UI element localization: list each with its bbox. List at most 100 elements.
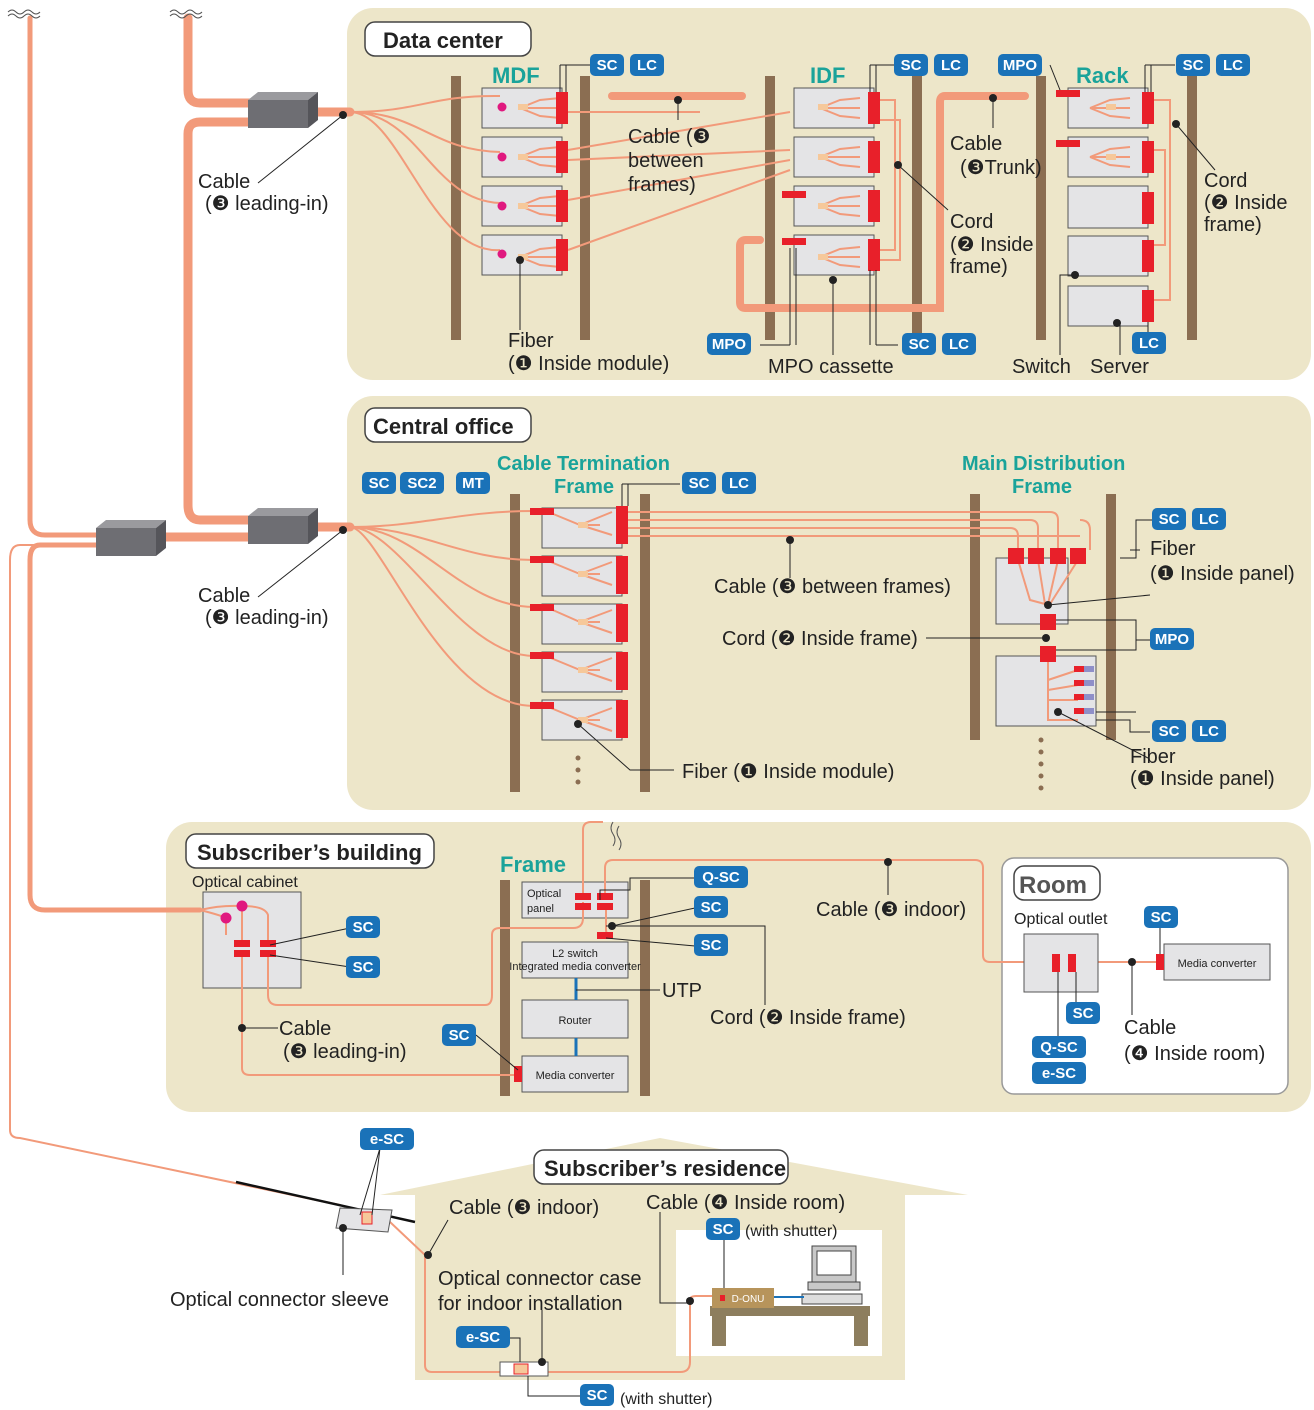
co-fiber-panel-top-1: Fiber <box>1150 538 1196 560</box>
donu-box <box>712 1288 774 1308</box>
dc-cord-idf-2: (❷ Inside <box>950 234 1034 256</box>
room-cable-1: Cable <box>1124 1017 1176 1039</box>
data-center-title: Data center <box>383 28 503 53</box>
sb-frame-label: Frame <box>500 852 566 877</box>
badge-sc: SC <box>901 57 922 74</box>
badge-lc: LC <box>729 475 749 492</box>
subscriber-building-content: Subscriber’s building Optical cabinet Fr… <box>185 821 1271 1096</box>
badge-sc: SC <box>353 959 374 976</box>
central-office-content: Central office Cable Termination Frame M… <box>198 407 1295 792</box>
optical-cabinet-label: Optical cabinet <box>192 874 298 891</box>
badge-qsc-bg <box>1032 1036 1086 1058</box>
dc-cable-between-2: between <box>628 150 704 172</box>
sb-cable-leading-in-2: (❸ leading-in) <box>283 1041 407 1063</box>
badge-sc-bg <box>442 1024 476 1046</box>
badge-esc: e-SC <box>466 1329 500 1346</box>
badge-sc-bg <box>1152 508 1186 530</box>
badge-sc-bg <box>580 1384 614 1406</box>
badge-sc: SC <box>597 57 618 74</box>
badge-sc-bg <box>346 916 380 938</box>
dc-mpo-cassette: MPO cassette <box>768 356 894 378</box>
co-fiber-panel-top-2: (❶ Inside panel) <box>1150 563 1295 585</box>
badge-sc-bg <box>590 54 624 76</box>
utp-label: UTP <box>662 980 702 1002</box>
res-cable-indoor: Cable (❸ indoor) <box>449 1197 599 1219</box>
badge-sc-bg <box>694 896 728 918</box>
dc-switch: Switch <box>1012 356 1071 378</box>
badge-sc-bg <box>894 54 928 76</box>
with-shutter-2: (with shutter) <box>620 1391 712 1408</box>
l2-switch-label-1: L2 switch <box>552 948 598 960</box>
residence-content: Subscriber’s residence D-ONU <box>170 1147 870 1408</box>
dc-cord-idf-1: Cord <box>950 211 993 233</box>
mdf-label: MDF <box>492 63 540 88</box>
badge-sc: SC <box>353 919 374 936</box>
badge-esc-bg <box>1032 1062 1086 1084</box>
badge-lc-bg <box>722 472 756 494</box>
dc-cable-between-1: Cable (❸ <box>628 126 710 148</box>
room-cable-2: (❹ Inside room) <box>1124 1043 1265 1065</box>
dc-cord-rack-1: Cord <box>1204 170 1247 192</box>
dc-fiber-module-1: Fiber <box>508 330 554 352</box>
badge-lc: LC <box>1139 335 1159 352</box>
badge-lc-bg <box>630 54 664 76</box>
badge-lc: LC <box>941 57 961 74</box>
badge-mpo-bg <box>998 54 1042 76</box>
badge-sc: SC <box>1183 57 1204 74</box>
router-label: Router <box>558 1015 591 1027</box>
badge-mpo: MPO <box>1003 57 1038 74</box>
wave-mark-1 <box>7 9 41 19</box>
residence-title: Subscriber’s residence <box>544 1156 786 1181</box>
dc-cable-trunk-1: Cable <box>950 133 1002 155</box>
dc-server: Server <box>1090 356 1149 378</box>
dc-cord-rack-2: (❷ Inside <box>1204 192 1288 214</box>
wave-mark-2 <box>169 9 203 19</box>
badge-sc: SC <box>449 1027 470 1044</box>
badge-sc2-bg <box>400 472 444 494</box>
optical-outlet-label: Optical outlet <box>1014 911 1108 928</box>
room-media-converter-label: Media converter <box>1178 958 1257 970</box>
dc-cable-trunk-2: (❸Trunk) <box>960 157 1042 179</box>
badge-qsc: Q-SC <box>1040 1039 1078 1056</box>
co-cord-inside: Cord (❷ Inside frame) <box>722 628 918 650</box>
with-shutter-1: (with shutter) <box>745 1223 837 1240</box>
badge-esc-bg <box>456 1326 510 1348</box>
idf-label: IDF <box>810 63 845 88</box>
badge-esc-bg <box>360 1128 414 1150</box>
badge-sc-bg <box>694 934 728 956</box>
badge-lc-bg <box>942 333 976 355</box>
co-fiber-panel-bottom-1: Fiber <box>1130 746 1176 768</box>
badge-sc-bg <box>1144 906 1178 928</box>
optical-connector-sleeve <box>335 1207 393 1233</box>
badge-lc-bg <box>934 54 968 76</box>
co-mdf-label-2: Frame <box>1012 476 1072 498</box>
connector-case-label-2: for indoor installation <box>438 1293 623 1315</box>
badge-mpo-bg <box>1150 628 1194 650</box>
badge-sc: SC <box>713 1221 734 1238</box>
sb-cord-inside: Cord (❷ Inside frame) <box>710 1007 906 1029</box>
badge-sc-bg <box>362 472 396 494</box>
ctf-label-2: Frame <box>554 476 614 498</box>
badge-sc-bg <box>346 956 380 978</box>
connector-case <box>499 1361 549 1377</box>
badge-sc-bg <box>1152 720 1186 742</box>
desk <box>710 1306 870 1346</box>
central-office-title: Central office <box>373 414 514 439</box>
badge-sc: SC <box>369 475 390 492</box>
badge-lc: LC <box>1199 511 1219 528</box>
badge-sc: SC <box>701 899 722 916</box>
dc-cord-idf-3: frame) <box>950 256 1008 278</box>
badge-qsc-bg <box>694 866 748 888</box>
sleeve-label: Optical connector sleeve <box>170 1289 389 1311</box>
co-fiber-module: Fiber (❶ Inside module) <box>682 761 894 783</box>
dc-cable-leading-in-2: (❸ leading-in) <box>205 193 329 215</box>
badge-mpo: MPO <box>1155 631 1190 648</box>
data-center-content: Data center MDF IDF Rack <box>198 21 1288 378</box>
badge-lc: LC <box>1199 723 1219 740</box>
room-title: Room <box>1019 872 1087 899</box>
co-cable-leading-in-2: (❸ leading-in) <box>205 607 329 629</box>
badge-esc: e-SC <box>1042 1065 1076 1082</box>
badge-sc: SC <box>1159 511 1180 528</box>
subscriber-building-title: Subscriber’s building <box>197 840 422 865</box>
